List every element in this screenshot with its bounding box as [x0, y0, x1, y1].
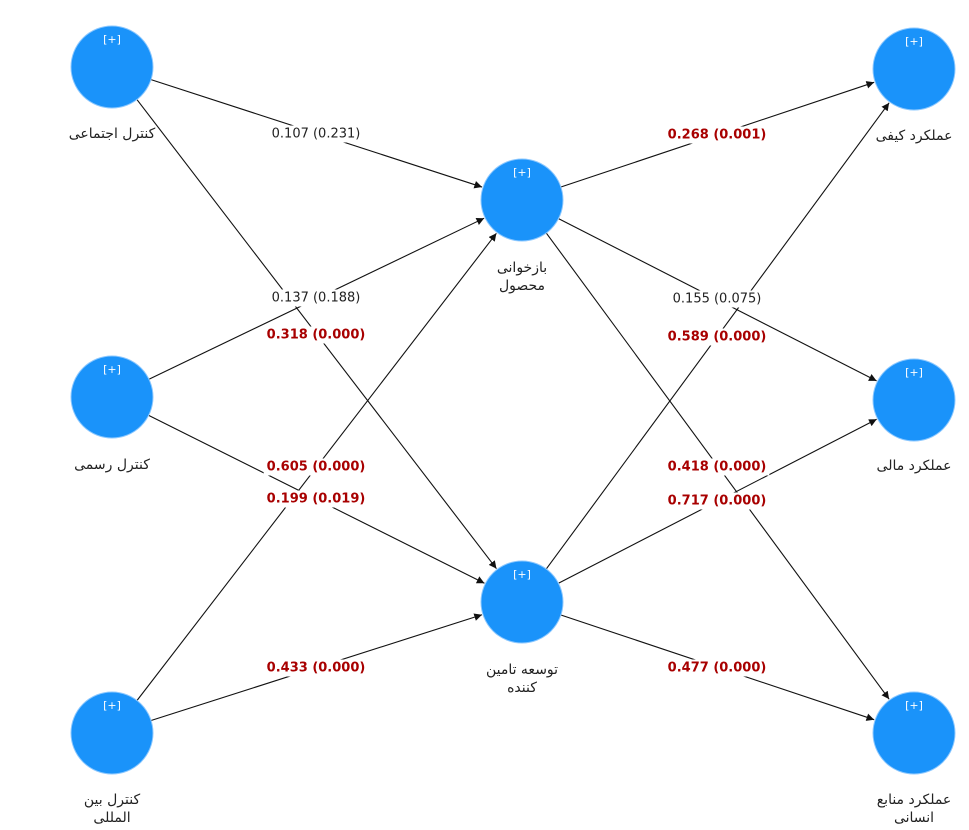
node-label-line: المللی: [93, 810, 130, 826]
edge-label-group: 0.155 (0.075): [669, 290, 765, 308]
construct-circle[interactable]: [480, 158, 564, 242]
edge-coefficient-label: 0.418 (0.000): [668, 460, 767, 475]
node-label-line: توسعه تامین: [486, 662, 558, 678]
construct-circle[interactable]: [872, 358, 956, 442]
edge-label-group: 0.318 (0.000): [263, 326, 369, 344]
construct-circle[interactable]: [480, 560, 564, 644]
construct-circle[interactable]: [70, 691, 154, 775]
expand-toggle-icon[interactable]: [+]: [103, 33, 121, 46]
node-label-line: انسانی: [894, 810, 934, 826]
node-hr[interactable]: [+] عملکرد منابع انسانی: [872, 691, 956, 826]
node-supplier[interactable]: [+] توسعه تامین کننده: [480, 560, 564, 696]
edge-label-group: 0.268 (0.001): [664, 126, 770, 144]
node-quality[interactable]: [+] عملکرد کیفی: [872, 27, 956, 144]
edge-label-group: 0.199 (0.019): [263, 490, 369, 508]
node-label-line: کنترل رسمی: [74, 457, 150, 473]
node-financial[interactable]: [+] عملکرد مالی: [872, 358, 956, 474]
edge-coefficient-label: 0.318 (0.000): [267, 328, 366, 343]
edge-label-group: 0.605 (0.000): [263, 458, 369, 476]
node-label-line: عملکرد منابع: [877, 792, 952, 808]
edge-label-background: [263, 490, 369, 508]
expand-toggle-icon[interactable]: [+]: [103, 363, 121, 376]
expand-toggle-icon[interactable]: [+]: [513, 166, 531, 179]
edge-label-background: [664, 659, 770, 677]
edge-label-group: 0.589 (0.000): [664, 328, 770, 346]
construct-circle[interactable]: [872, 27, 956, 111]
edge-label-background: [669, 290, 765, 308]
edge-label-background: [664, 492, 770, 510]
edge-coefficient-label: 0.477 (0.000): [668, 661, 767, 676]
edge-coefficient-label: 0.433 (0.000): [267, 661, 366, 676]
edge-label-group: 0.137 (0.188): [268, 289, 364, 307]
node-label-line: کنترل بین: [84, 792, 141, 808]
node-label-line: بازخوانی: [497, 260, 547, 276]
edge-label-background: [664, 458, 770, 476]
edge-label-background: [268, 289, 364, 307]
nodes-layer: [+] کنترل اجتماعی [+] کنترل رسمی [+] کنترل بی…: [69, 25, 956, 826]
construct-circle[interactable]: [872, 691, 956, 775]
edge-label-background: [263, 458, 369, 476]
edge-labels-layer: 0.107 (0.231) 0.318 (0.000) 0.137 (0.188) 0…: [263, 125, 770, 677]
construct-circle[interactable]: [70, 355, 154, 439]
edge-label-group: 0.107 (0.231): [268, 125, 364, 143]
construct-circle[interactable]: [70, 25, 154, 109]
edge-coefficient-label: 0.717 (0.000): [668, 494, 767, 509]
expand-toggle-icon[interactable]: [+]: [513, 568, 531, 581]
edge-label-background: [664, 328, 770, 346]
expand-toggle-icon[interactable]: [+]: [905, 35, 923, 48]
edge-label-background: [664, 126, 770, 144]
edge-label-background: [263, 326, 369, 344]
edge-label-background: [268, 125, 364, 143]
node-reverse[interactable]: [+] بازخوانی محصول: [480, 158, 564, 294]
edge-coefficient-label: 0.199 (0.019): [267, 492, 366, 507]
edge-coefficient-label: 0.137 (0.188): [272, 291, 361, 306]
edge-coefficient-label: 0.268 (0.001): [668, 128, 767, 143]
edge-label-group: 0.477 (0.000): [664, 659, 770, 677]
node-label-line: عملکرد مالی: [877, 458, 952, 474]
expand-toggle-icon[interactable]: [+]: [905, 366, 923, 379]
node-formal[interactable]: [+] کنترل رسمی: [70, 355, 154, 473]
node-intl[interactable]: [+] کنترل بین المللی: [70, 691, 154, 826]
edge-coefficient-label: 0.155 (0.075): [673, 292, 762, 307]
edge-coefficient-label: 0.605 (0.000): [267, 460, 366, 475]
node-label-line: عملکرد کیفی: [876, 128, 953, 144]
edge-coefficient-label: 0.589 (0.000): [668, 330, 767, 345]
edge-label-group: 0.433 (0.000): [263, 659, 369, 677]
edge-label-group: 0.418 (0.000): [664, 458, 770, 476]
expand-toggle-icon[interactable]: [+]: [905, 699, 923, 712]
edge-coefficient-label: 0.107 (0.231): [272, 127, 361, 142]
node-label-line: محصول: [499, 278, 545, 294]
node-label-line: کنترل اجتماعی: [69, 126, 156, 142]
node-social[interactable]: [+] کنترل اجتماعی: [69, 25, 156, 142]
edge-label-group: 0.717 (0.000): [664, 492, 770, 510]
node-label-line: کننده: [507, 680, 537, 696]
edge-label-background: [263, 659, 369, 677]
expand-toggle-icon[interactable]: [+]: [103, 699, 121, 712]
